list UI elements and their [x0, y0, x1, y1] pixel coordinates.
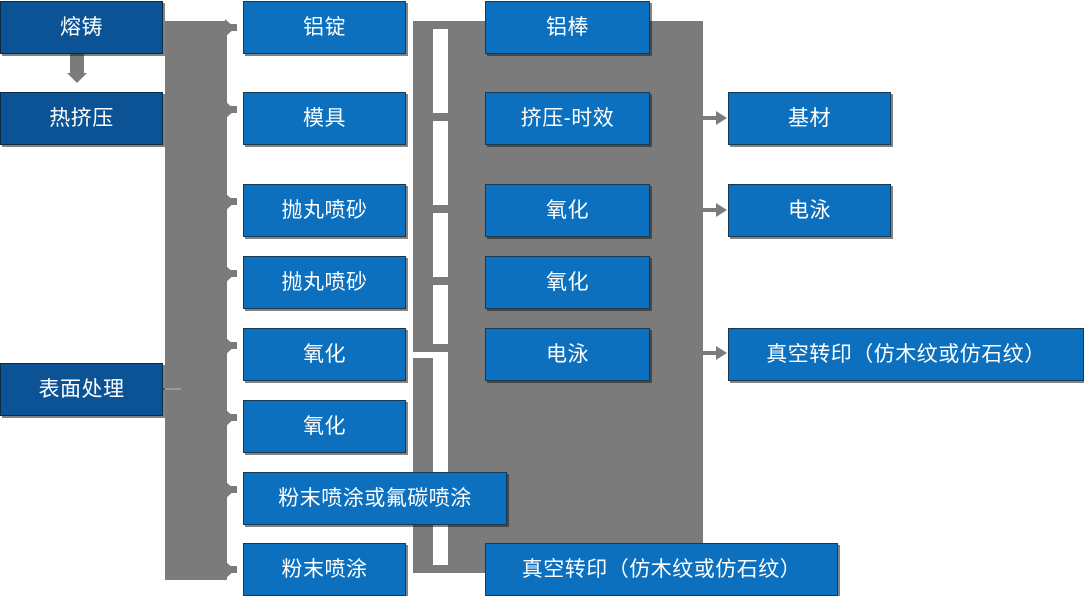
arrow-shaft — [703, 116, 717, 120]
process-box-oxidation-1[interactable]: 氧化 — [485, 184, 650, 237]
connector-arrow-to-shotblast-2 — [225, 265, 235, 283]
stage-label-extrude: 热挤压 — [49, 106, 114, 130]
output-label-transfer: 真空转印（仿木纹或仿石纹） — [766, 342, 1046, 366]
bridge-to-oxidation-1 — [413, 205, 453, 213]
input-box-die[interactable]: 模具 — [243, 92, 406, 145]
stage-label-melting: 熔铸 — [60, 15, 103, 39]
input-box-shotblast-2[interactable]: 抛丸喷砂 — [243, 256, 406, 309]
input-box-ingot[interactable]: 铝锭 — [243, 1, 406, 54]
process-label-bar: 铝棒 — [546, 15, 589, 39]
arrow-head — [716, 111, 727, 125]
connector-arrow-to-ingot — [225, 19, 235, 37]
connector-arrow-to-shotblast-1 — [225, 193, 235, 211]
bridge-to-oxidation-2 — [413, 277, 453, 285]
arrow-shaft — [703, 208, 717, 212]
process-box-electro[interactable]: 电泳 — [485, 328, 650, 381]
process-box-transfer[interactable]: 真空转印（仿木纹或仿石纹） — [485, 543, 838, 596]
output-label-substrate: 基材 — [788, 106, 831, 130]
bridge-to-electro — [413, 344, 453, 352]
output-box-electro[interactable]: 电泳 — [728, 184, 891, 237]
connector-arrow-to-powder-fluoro — [225, 481, 235, 499]
process-label-transfer: 真空转印（仿木纹或仿石纹） — [521, 557, 802, 581]
connector-arrow-to-oxidation-2 — [225, 409, 235, 427]
output-box-transfer[interactable]: 真空转印（仿木纹或仿石纹） — [728, 328, 1084, 381]
input-box-oxidation-1[interactable]: 氧化 — [243, 328, 406, 381]
input-label-shotblast-2: 抛丸喷砂 — [281, 270, 368, 294]
connector-rail-upper — [413, 21, 433, 351]
input-box-oxidation-2[interactable]: 氧化 — [243, 400, 406, 453]
arrow-head — [716, 346, 727, 360]
process-label-oxidation-1: 氧化 — [546, 198, 589, 222]
output-label-electro: 电泳 — [788, 198, 831, 222]
down-arrow-stem — [70, 52, 84, 74]
input-box-powder-fluoro[interactable]: 粉末喷涂或氟碳喷涂 — [243, 472, 507, 525]
input-label-powder-fluoro: 粉末喷涂或氟碳喷涂 — [278, 486, 472, 510]
process-label-extrude: 挤压-时效 — [520, 106, 615, 130]
input-box-shotblast-1[interactable]: 抛丸喷砂 — [243, 184, 406, 237]
output-box-substrate[interactable]: 基材 — [728, 92, 891, 145]
arrow-shaft — [703, 351, 717, 355]
input-label-die: 模具 — [303, 106, 346, 130]
stage-box-extrude[interactable]: 热挤压 — [0, 92, 163, 145]
arrow-head — [716, 203, 727, 217]
stage-label-surface: 表面处理 — [38, 377, 125, 401]
process-box-extrude[interactable]: 挤压-时效 — [485, 92, 650, 145]
stage-box-surface[interactable]: 表面处理 — [0, 363, 163, 416]
input-label-oxidation-2: 氧化 — [303, 414, 346, 438]
input-label-shotblast-1: 抛丸喷砂 — [281, 198, 368, 222]
connector-surface-to-slab — [163, 388, 181, 390]
connector-arrow-to-die — [225, 101, 235, 119]
process-label-oxidation-2: 氧化 — [546, 270, 589, 294]
process-label-electro: 电泳 — [546, 342, 589, 366]
input-label-oxidation-1: 氧化 — [303, 342, 346, 366]
bridge-to-transfer — [413, 565, 453, 573]
connector-left-slab — [165, 21, 227, 580]
process-box-bar[interactable]: 铝棒 — [485, 1, 650, 54]
connector-arrow-to-oxidation-1 — [225, 337, 235, 355]
input-label-powder: 粉末喷涂 — [281, 557, 368, 581]
bridge-to-extrude — [413, 113, 453, 121]
stage-box-melting[interactable]: 熔铸 — [0, 1, 163, 54]
process-box-oxidation-2[interactable]: 氧化 — [485, 256, 650, 309]
connector-rail-lower — [413, 358, 433, 573]
input-label-ingot: 铝锭 — [303, 15, 346, 39]
connector-arrow-to-powder — [225, 561, 235, 579]
down-arrow-head — [67, 73, 87, 83]
input-box-powder[interactable]: 粉末喷涂 — [243, 543, 406, 596]
bridge-to-bar — [413, 21, 453, 29]
